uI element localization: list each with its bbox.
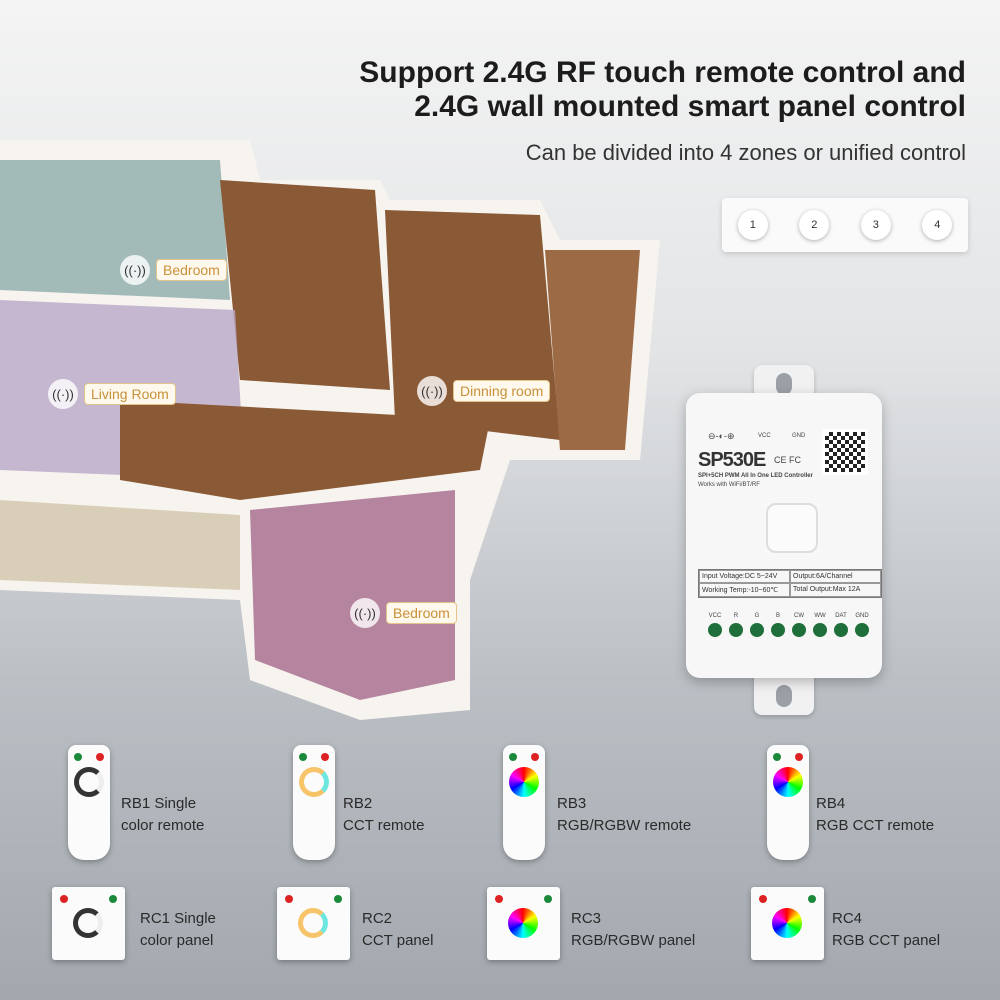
zone-button-1[interactable]: 1 <box>737 210 768 240</box>
wireless-icon: ((·)) <box>417 376 447 406</box>
spec-input-voltage: Input Voltage:DC 5~24V <box>699 570 790 583</box>
terminal-block: VCC R G B CW WW DAT GND <box>708 613 869 637</box>
terminal: R <box>729 613 743 637</box>
zone-button-4[interactable]: 4 <box>922 210 953 240</box>
room-label-bedroom: ((·)) Bedroom <box>120 255 227 285</box>
terminal-label: CW <box>794 613 804 619</box>
panel-rc2 <box>277 887 350 960</box>
cert-marks: CE FC <box>774 455 801 465</box>
room-label-text: Dinning room <box>453 380 551 402</box>
terminal: DAT <box>834 613 848 637</box>
terminal-label: B <box>775 613 780 619</box>
room-label-text: Bedroom <box>386 602 457 624</box>
model-name: SP530E <box>698 449 766 471</box>
terminal: B <box>771 613 785 637</box>
room-bedroom-2 <box>250 490 455 700</box>
remote-rb1 <box>68 745 110 860</box>
room-lounge <box>0 500 240 590</box>
terminal-label: VCC <box>708 613 722 619</box>
wireless-icon: ((·)) <box>48 379 78 409</box>
gnd-label: GND <box>792 433 806 439</box>
headline: Support 2.4G RF touch remote control and… <box>359 56 966 124</box>
dc-symbol-icon: ⊖-◐-⊕ <box>708 431 735 441</box>
room-label-dining-room: ((·)) Dinning room <box>417 376 551 406</box>
room-hall <box>220 180 390 390</box>
remote-rb3 <box>503 745 545 860</box>
subtitle: Can be divided into 4 zones or unified c… <box>525 140 966 165</box>
spec-total-output: Total Output:Max 12A <box>790 583 881 597</box>
remote-rb2 <box>293 745 335 860</box>
compatibility-text: Works with WiFi/BT/RF <box>698 482 760 488</box>
terminal: G <box>750 613 764 637</box>
qr-code <box>822 429 868 475</box>
spec-output: Output:6A/Channel <box>790 570 881 583</box>
zone-panel: 1 2 3 4 <box>722 198 968 252</box>
terminal: VCC <box>708 613 722 637</box>
headline-line-1: Support 2.4G RF touch remote control and <box>359 56 966 89</box>
panel-rc1 <box>52 887 125 960</box>
room-label-text: Living Room <box>84 383 176 405</box>
remote-rb4 <box>767 745 809 860</box>
room-corridor <box>120 400 490 500</box>
floor-plan-illustration <box>0 140 660 720</box>
led-controller-device: ⊖-◐-⊕ VCC GND SP530E CE FC SPI+5CH PWM A… <box>686 365 882 715</box>
controller-button[interactable] <box>766 503 818 553</box>
terminal: GND <box>855 613 869 637</box>
spec-working-temp: Working Temp:-10~60℃ <box>699 583 790 597</box>
panel-rc4 <box>751 887 824 960</box>
terminal-label: G <box>754 613 760 619</box>
room-kitchen <box>545 250 640 450</box>
terminal-label: WW <box>814 613 826 619</box>
wireless-icon: ((·)) <box>120 255 150 285</box>
room-label-bedroom-2: ((·)) Bedroom <box>350 598 457 628</box>
terminal-label: GND <box>855 613 869 619</box>
panel-rc3 <box>487 887 560 960</box>
controller-body: ⊖-◐-⊕ VCC GND SP530E CE FC SPI+5CH PWM A… <box>686 393 882 678</box>
controller-description: SPI+5CH PWM All In One LED Controller <box>698 473 813 479</box>
terminal-label: DAT <box>835 613 847 619</box>
terminal: CW <box>792 613 806 637</box>
vcc-label: VCC <box>758 433 771 439</box>
wireless-icon: ((·)) <box>350 598 380 628</box>
spec-table: Input Voltage:DC 5~24V Output:6A/Channel… <box>698 569 882 598</box>
zone-button-3[interactable]: 3 <box>860 210 891 240</box>
zone-button-2[interactable]: 2 <box>799 210 830 240</box>
terminal: WW <box>813 613 827 637</box>
room-label-living-room: ((·)) Living Room <box>48 379 176 409</box>
room-label-text: Bedroom <box>156 259 227 281</box>
headline-line-2: 2.4G wall mounted smart panel control <box>414 90 966 123</box>
terminal-label: R <box>733 613 739 619</box>
